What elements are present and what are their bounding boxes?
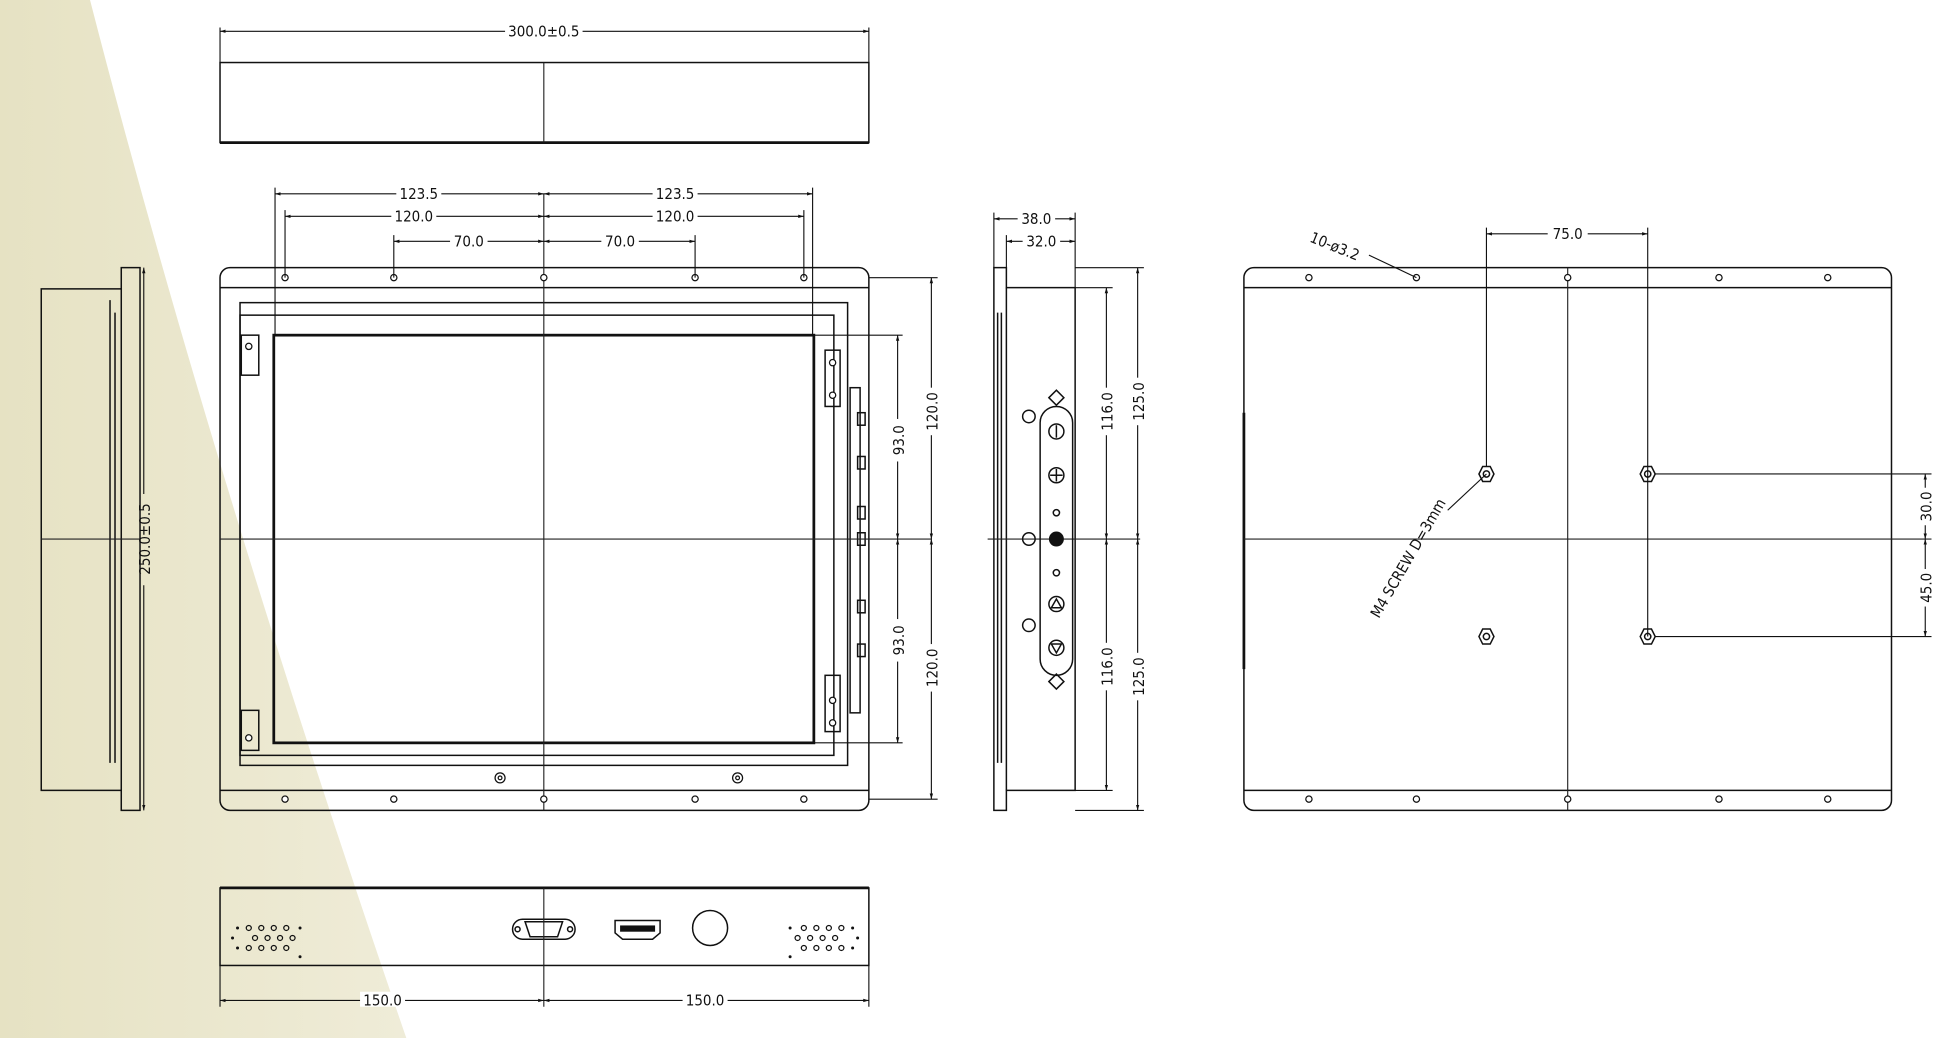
dim-150-right: 150.0 (686, 991, 725, 1009)
hdmi-port-icon (614, 919, 661, 940)
dim-93-bottom: 93.0 (890, 625, 908, 655)
dim-70-left: 70.0 (454, 232, 484, 250)
background-accent (0, 0, 407, 1038)
bottom-view: 150.0 150.0 (219, 886, 870, 1009)
speaker-grille-left (231, 924, 302, 959)
dim-32: 32.0 (1026, 232, 1056, 250)
side-buttons (856, 411, 866, 658)
side-view: 38.0 32.0 116.0 116.0 125.0 125.0 (987, 210, 1148, 812)
power-button-icon (1048, 423, 1065, 440)
height-dimension: 250.0±0.5 (136, 503, 154, 574)
back-mount-holes (1305, 273, 1832, 803)
dim-123-5-left: 123.5 (399, 185, 438, 203)
dim-120-left: 120.0 (394, 207, 433, 225)
plus-button-icon (1048, 466, 1065, 484)
dc-power-jack-icon (691, 909, 729, 947)
vesa-45-dim: 45.0 (1918, 573, 1936, 603)
vesa-nuts (1478, 465, 1657, 645)
dim-120-top: 120.0 (924, 392, 942, 431)
osd-button-panel (1039, 405, 1074, 677)
led-icon (1052, 508, 1061, 517)
dim-120-bottom: 120.0 (924, 649, 942, 688)
dim-93-top: 93.0 (890, 425, 908, 455)
dim-38: 38.0 (1021, 210, 1051, 228)
menu-button-icon (1048, 531, 1064, 547)
dim-125-top: 125.0 (1130, 382, 1148, 421)
left-side-view: 250.0±0.5 (40, 266, 154, 812)
mount-holes (281, 273, 808, 803)
dim-150-left: 150.0 (363, 991, 402, 1009)
dim-123-5-right: 123.5 (656, 185, 695, 203)
dim-116-top: 116.0 (1099, 392, 1117, 431)
down-button-icon (1048, 639, 1065, 657)
vesa-30-dim: 30.0 (1918, 491, 1936, 521)
top-view: 300.0±0.5 (219, 22, 870, 144)
holes-note: 10-ø3.2 (1307, 228, 1362, 264)
speaker-grille-right (788, 924, 860, 959)
front-view: 123.5 123.5 120.0 120.0 70.0 70.0 93.0 9… (219, 185, 942, 812)
dim-120-right: 120.0 (656, 207, 695, 225)
screw-note: M4 SCREW D=3mm (1367, 495, 1450, 621)
dim-116-bottom: 116.0 (1099, 647, 1117, 686)
up-button-icon (1048, 595, 1065, 613)
led-icon-2 (1052, 568, 1061, 577)
dim-125-bottom: 125.0 (1130, 657, 1148, 696)
back-view: 75.0 30.0 45.0 10-ø3.2 M4 SCREW D=3mm (1242, 225, 1936, 812)
width-dimension: 300.0±0.5 (508, 22, 579, 40)
vesa-75-dim: 75.0 (1553, 225, 1583, 243)
dim-70-right: 70.0 (605, 232, 635, 250)
